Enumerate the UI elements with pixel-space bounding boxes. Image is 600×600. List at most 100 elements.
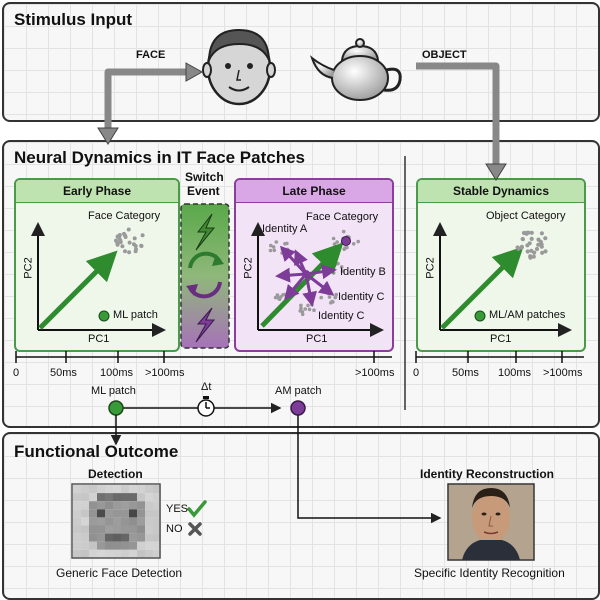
cluster-dot xyxy=(120,244,125,249)
face-pixel xyxy=(73,533,81,542)
face-pixel xyxy=(137,541,145,550)
face-pixel xyxy=(89,485,97,494)
face-pixel xyxy=(137,501,145,510)
cluster-dot xyxy=(527,241,532,246)
cluster-dot xyxy=(275,293,280,297)
cluster-dot xyxy=(327,295,332,299)
object-to-stable-arrow xyxy=(416,62,500,168)
face-pixel xyxy=(89,525,97,534)
face-pixel xyxy=(113,549,121,558)
face-pixel xyxy=(121,549,129,558)
stable-pc1-label: PC1 xyxy=(490,333,512,345)
face-pixel xyxy=(105,549,113,558)
face-pixel xyxy=(113,501,121,510)
identity-a-label: Identity A xyxy=(262,223,308,235)
face-pixel xyxy=(121,509,129,518)
late-pc2-label: PC2 xyxy=(242,257,255,279)
tick-right-3: >100ms xyxy=(543,367,583,379)
identity-title: Identity Reconstruction xyxy=(420,467,555,481)
face-pixel xyxy=(153,485,161,494)
cluster-dot xyxy=(299,303,303,308)
identity-c-label-2: Identity C xyxy=(318,310,365,322)
cluster-dot xyxy=(539,231,545,236)
face-pixel xyxy=(137,525,145,534)
face-pixel xyxy=(145,533,153,542)
face-pixel xyxy=(73,541,81,550)
face-pixel xyxy=(129,533,137,542)
cluster-dot xyxy=(536,237,541,242)
dynamics-title: Neural Dynamics in IT Face Patches xyxy=(14,148,306,167)
face-pixel xyxy=(145,493,153,502)
cluster-dot xyxy=(303,307,308,311)
cluster-dot xyxy=(532,250,537,255)
face-pixel xyxy=(113,509,121,518)
face-pixel xyxy=(81,509,89,518)
cluster-dot xyxy=(332,242,337,246)
stable-pc2-label: PC2 xyxy=(424,257,437,279)
stimulus-section: Stimulus Input FACE OBJECT xyxy=(2,2,600,122)
face-pixel xyxy=(121,525,129,534)
identity-portrait-image xyxy=(447,483,535,561)
face-pixel xyxy=(73,517,81,526)
face-pixel xyxy=(73,485,81,494)
cluster-dot xyxy=(134,247,138,252)
face-pixel xyxy=(129,509,137,518)
early-phase-header: Early Phase xyxy=(16,180,178,203)
early-pc2-label: PC2 xyxy=(22,257,35,279)
face-pixel xyxy=(137,517,145,526)
face-pixel xyxy=(89,517,97,526)
pixelated-face-image xyxy=(73,485,161,558)
face-pixel xyxy=(89,549,97,558)
cluster-dot xyxy=(140,233,145,238)
cluster-dot xyxy=(123,249,127,254)
face-pixel xyxy=(73,549,81,558)
face-pixel xyxy=(73,493,81,502)
tick-left-0: 0 xyxy=(13,367,20,379)
object-label: OBJECT xyxy=(422,49,467,61)
cluster-dot xyxy=(520,236,525,242)
stable-legend-label: ML/AM patches xyxy=(489,309,566,321)
face-pixel xyxy=(97,509,105,518)
cluster-dot xyxy=(356,239,361,244)
cluster-dot xyxy=(526,230,531,235)
identity-c-label-1: Identity C xyxy=(338,291,385,303)
face-pixel xyxy=(105,509,113,518)
cluster-dot xyxy=(272,248,277,253)
cluster-dot xyxy=(534,246,540,252)
early-legend-label: ML patch xyxy=(113,309,158,321)
switch-label-1: Switch xyxy=(185,170,224,184)
face-pixel xyxy=(105,541,113,550)
early-category-label: Face Category xyxy=(88,210,161,222)
identity-caption: Specific Identity Recognition xyxy=(414,566,565,580)
face-pixel xyxy=(145,541,153,550)
cluster-dot xyxy=(531,254,536,259)
face-pixel xyxy=(153,533,161,542)
stable-category-label: Object Category xyxy=(486,210,566,222)
face-pixel xyxy=(113,525,121,534)
cluster-dot xyxy=(281,293,285,297)
face-pixel xyxy=(81,485,89,494)
tick-left-2: 100ms xyxy=(100,367,134,379)
cluster-dot xyxy=(519,244,525,249)
tick-right-1: 50ms xyxy=(452,367,479,379)
face-pixel xyxy=(145,517,153,526)
cluster-dot xyxy=(536,242,541,247)
face-pixel xyxy=(129,541,137,550)
face-pixel xyxy=(121,485,129,494)
face-pixel xyxy=(113,541,121,550)
cluster-dot xyxy=(341,229,346,234)
face-pixel xyxy=(113,493,121,502)
face-pixel xyxy=(137,533,145,542)
face-arrow-head xyxy=(185,62,204,82)
stopwatch-icon xyxy=(197,396,215,417)
cluster-dot xyxy=(333,295,338,299)
cluster-dot xyxy=(529,236,534,241)
face-pixel xyxy=(129,501,137,510)
face-pixel xyxy=(129,485,137,494)
cluster-dot xyxy=(139,244,144,248)
cluster-dot xyxy=(351,242,356,246)
face-pixel xyxy=(97,493,105,502)
tick-left-3: >100ms xyxy=(145,367,185,379)
cluster-dot xyxy=(115,242,120,247)
